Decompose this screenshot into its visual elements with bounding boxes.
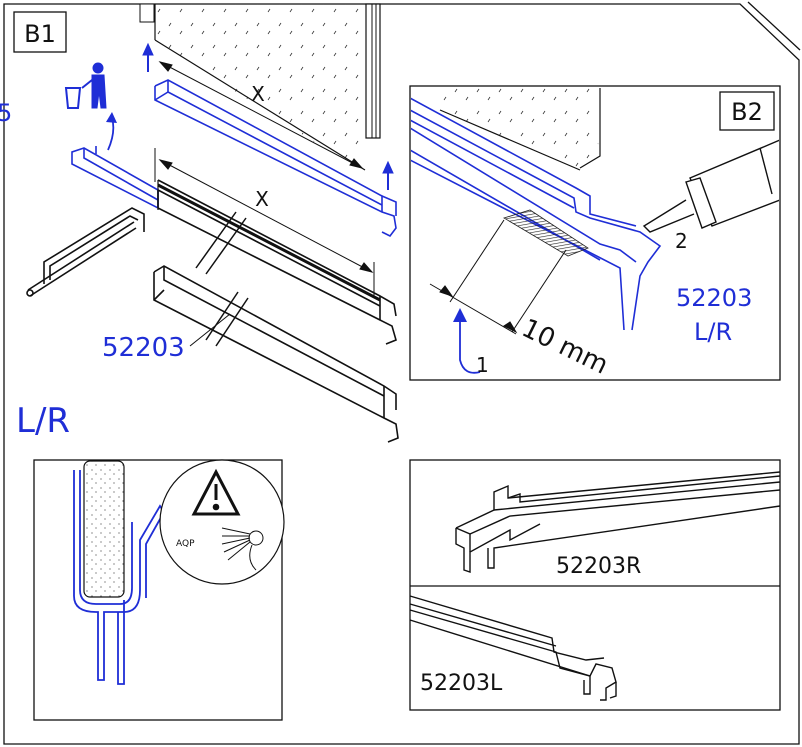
- b2-part-number: 52203: [676, 284, 752, 312]
- part-number-b1: 52203: [102, 333, 185, 363]
- cleaning-spray-icon: [221, 527, 264, 571]
- corner-cut: [747, 1, 801, 51]
- variant-left-label: 52203L: [420, 671, 503, 696]
- dimension-x-top-label: X: [251, 82, 265, 106]
- seal-profile-top: [154, 79, 397, 238]
- b2-part-variant: L/R: [694, 318, 732, 346]
- silicone-gun-icon: [642, 139, 779, 233]
- outer-frame: [3, 3, 800, 745]
- seal-profile-middle: [157, 179, 397, 345]
- break-mark-mid: [195, 211, 247, 275]
- b2-step-2: 2: [675, 229, 688, 253]
- discard-arrow: [107, 117, 115, 151]
- dimension-x-top: [158, 61, 364, 169]
- step-b2-label: B2: [731, 98, 763, 126]
- panel-b2: [409, 85, 781, 381]
- glass-panel: [139, 3, 381, 171]
- variant-right-label: 52203R: [556, 554, 641, 579]
- variant-lr-label: L/R: [16, 401, 70, 441]
- trash-disposal-icon: [64, 62, 107, 109]
- panel-cross-section: [33, 459, 285, 721]
- edge-digit: 5: [0, 99, 12, 127]
- step-b1-box: [13, 11, 67, 53]
- seal-profile-bottom: [153, 265, 399, 443]
- break-mark-bottom: [205, 291, 249, 347]
- b2-step-1: 1: [476, 353, 489, 377]
- dimension-x-mid: [154, 148, 375, 296]
- cut-off-piece: [71, 146, 159, 210]
- warning-triangle-icon: [191, 468, 241, 516]
- up-arrow-icon: [142, 42, 394, 190]
- aqp-label: AQP: [176, 539, 195, 549]
- panel-variants: [409, 459, 781, 711]
- hacksaw-icon: [26, 207, 145, 297]
- dimension-10mm: [429, 219, 567, 335]
- dimension-x-mid-label: X: [255, 187, 269, 211]
- step-b1-label: B1: [24, 20, 56, 48]
